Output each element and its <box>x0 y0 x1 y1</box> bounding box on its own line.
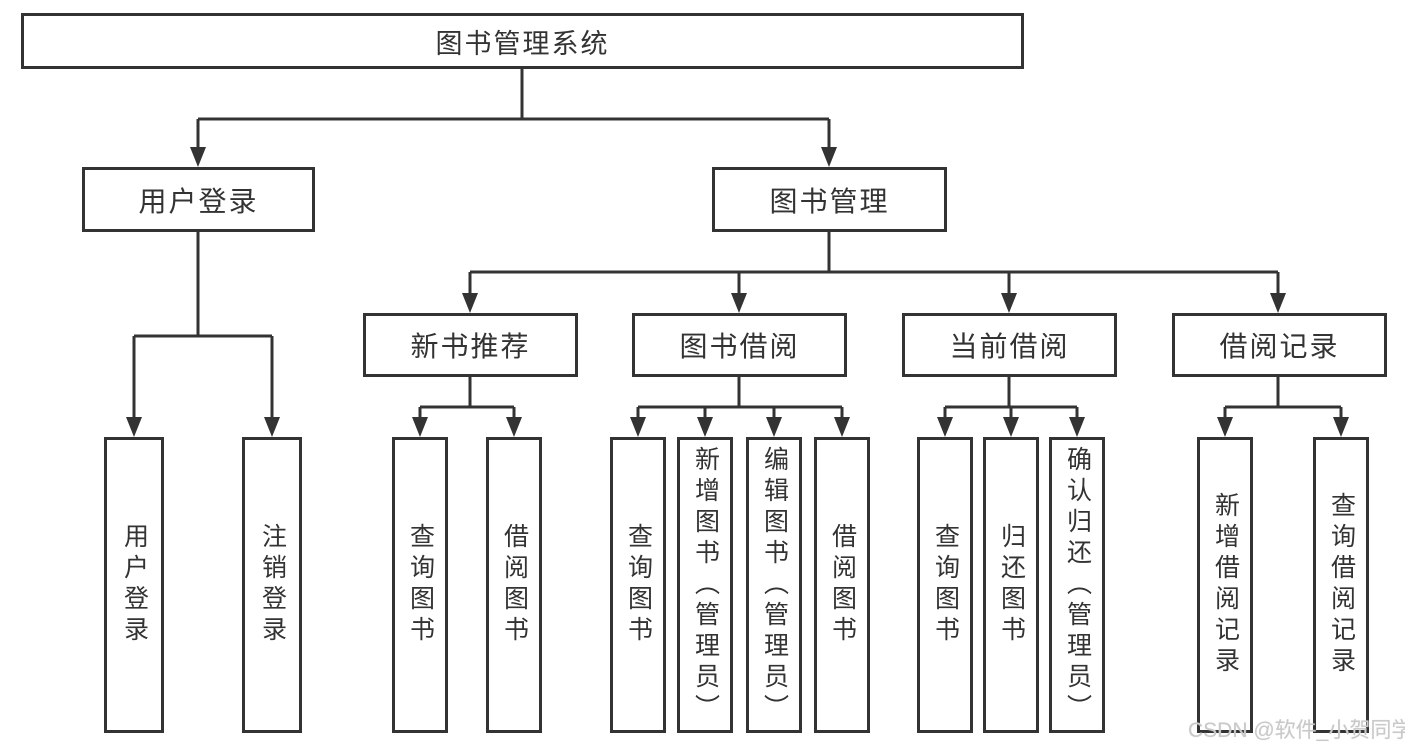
node-label: 查询图书 <box>406 523 435 647</box>
node-label: 当前借阅 <box>949 331 1070 362</box>
leaf-query-books-2: 查询图书 <box>610 437 666 733</box>
node-label: 图书管理系统 <box>435 28 610 59</box>
leaf-add-books-admin: 新增图书（管理员） <box>677 437 733 733</box>
leaf-borrow-books-2: 借阅图书 <box>814 437 870 733</box>
node-label: 新增借阅记录 <box>1211 492 1240 678</box>
node-label: 编辑图书（管理员） <box>760 445 789 725</box>
node-label: 用户登录 <box>120 523 149 647</box>
node-label: 借阅图书 <box>500 523 529 647</box>
node-borrow-record: 借阅记录 <box>1172 313 1387 377</box>
node-label: 查询图书 <box>931 523 960 647</box>
node-label: 查询图书 <box>624 523 653 647</box>
node-label: 图书管理 <box>769 185 890 217</box>
leaf-confirm-return-admin: 确认归还（管理员） <box>1049 437 1105 733</box>
node-label: 归还图书 <box>997 523 1026 647</box>
node-label: 借阅图书 <box>828 523 857 647</box>
node-label: 借阅记录 <box>1219 331 1340 362</box>
leaf-query-books-1: 查询图书 <box>392 437 448 733</box>
node-new-book-recommend: 新书推荐 <box>363 313 578 377</box>
leaf-edit-books-admin: 编辑图书（管理员） <box>746 437 802 733</box>
node-book-management-branch: 图书管理 <box>712 167 947 232</box>
node-label: 新书推荐 <box>410 331 531 362</box>
node-label: 新增图书（管理员） <box>691 445 720 725</box>
leaf-query-borrow-record: 查询借阅记录 <box>1313 437 1369 733</box>
node-current-borrow: 当前借阅 <box>902 313 1117 377</box>
leaf-add-borrow-record: 新增借阅记录 <box>1197 437 1253 733</box>
node-user-login-branch: 用户登录 <box>82 167 315 232</box>
leaf-logout: 注销登录 <box>242 437 302 733</box>
node-root-system: 图书管理系统 <box>21 13 1024 69</box>
node-label: 查询借阅记录 <box>1327 492 1356 678</box>
node-label: 注销登录 <box>258 523 287 647</box>
leaf-query-books-3: 查询图书 <box>917 437 973 733</box>
node-label: 确认归还（管理员） <box>1063 445 1092 725</box>
node-label: 用户登录 <box>138 185 259 217</box>
csdn-watermark: CSDN @软件_小贺同学 <box>1188 719 1405 742</box>
leaf-borrow-books-1: 借阅图书 <box>486 437 542 733</box>
node-label: 图书借阅 <box>679 331 800 362</box>
node-book-borrow: 图书借阅 <box>632 313 847 377</box>
leaf-return-books: 归还图书 <box>983 437 1039 733</box>
leaf-user-login: 用户登录 <box>104 437 164 733</box>
